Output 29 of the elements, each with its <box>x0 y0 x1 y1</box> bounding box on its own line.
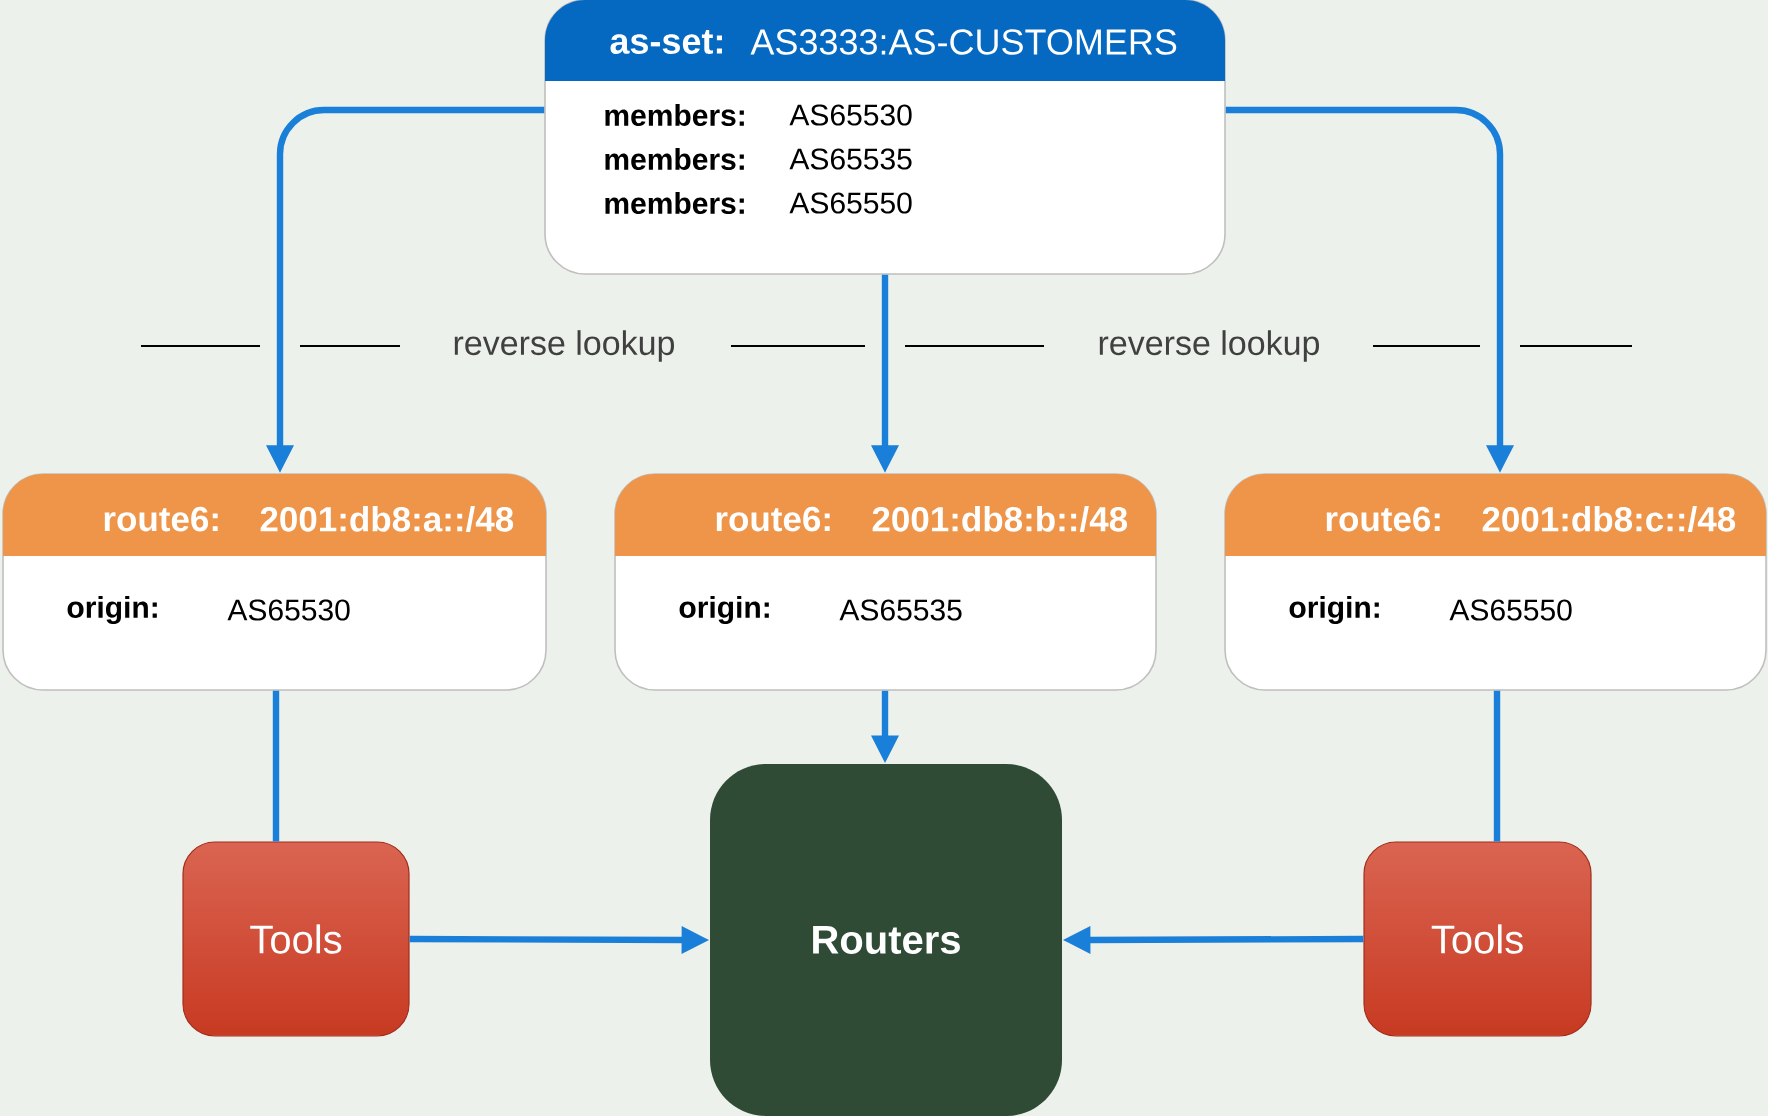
routers-box: Routers <box>710 764 1062 1116</box>
record-box <box>614 473 1157 691</box>
field-value: AS65535 <box>839 599 962 621</box>
field-value: 2001:db8:a::/48 <box>260 505 514 533</box>
record-box <box>1224 473 1767 691</box>
field-label: members: <box>605 148 744 170</box>
field-label: route6: <box>716 506 830 532</box>
section-label: reverse lookup <box>1099 330 1319 362</box>
field-label: route6: <box>104 506 218 532</box>
record-box <box>2 473 547 691</box>
field-value: 2001:db8:c::/48 <box>1482 505 1736 533</box>
field-value: AS65550 <box>789 192 912 214</box>
section-label: reverse lookup <box>454 330 674 362</box>
field-value: AS65535 <box>789 148 912 170</box>
field-label: members: <box>605 104 744 126</box>
field-value: 2001:db8:b::/48 <box>872 505 1128 533</box>
tools-box: Tools <box>182 841 410 1037</box>
field-value: AS65530 <box>227 599 350 621</box>
field-label: as-set: <box>610 30 722 54</box>
field-value: AS65530 <box>789 104 912 126</box>
field-label: origin: <box>679 595 769 625</box>
field-label: origin: <box>1289 595 1379 625</box>
field-value: AS3333:AS-CUSTOMERS <box>750 29 1177 55</box>
tools-box: Tools <box>1363 841 1592 1037</box>
field-label: route6: <box>1326 506 1440 532</box>
field-label: members: <box>605 192 744 214</box>
field-value: AS65550 <box>1449 599 1572 621</box>
field-label: origin: <box>67 595 157 625</box>
record-box <box>544 0 1226 275</box>
